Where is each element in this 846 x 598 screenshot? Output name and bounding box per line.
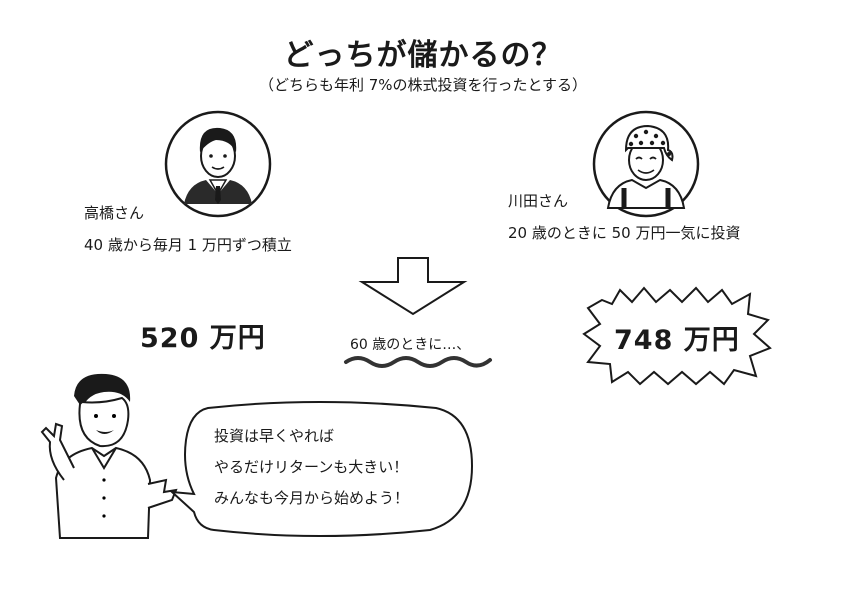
starburst-icon (582, 286, 772, 386)
arrow-caption: 60 歳のときに…、 (350, 337, 471, 353)
speech-bubble (169, 401, 474, 537)
takahashi-name: 高橋さん (84, 204, 145, 222)
kawada-plan: 20 歳のときに 50 万円一気に投資 (508, 224, 741, 242)
takahashi-result: 520 万円 (140, 323, 266, 354)
speech-line-2: やるだけリターンも大きい！ (214, 458, 409, 476)
page-title: どっちが儲かるの？ (283, 38, 563, 73)
takahashi-avatar-icon (164, 110, 272, 218)
presenter-character-icon (40, 373, 178, 539)
takahashi-plan: 40 歳から毎月 1 万円ずつ積立 (84, 236, 292, 254)
kawada-name: 川田さん (508, 192, 569, 210)
speech-line-1: 投資は早くやれば (214, 427, 335, 445)
kawada-avatar-icon (592, 110, 700, 218)
down-arrow-icon (358, 257, 468, 316)
wavy-underline (344, 356, 492, 368)
page-subtitle: （どちらも年利 7%の株式投資を行ったとする） (258, 76, 588, 94)
speech-line-3: みんなも今月から始めよう！ (214, 489, 410, 507)
kawada-result: 748 万円 (614, 325, 740, 356)
